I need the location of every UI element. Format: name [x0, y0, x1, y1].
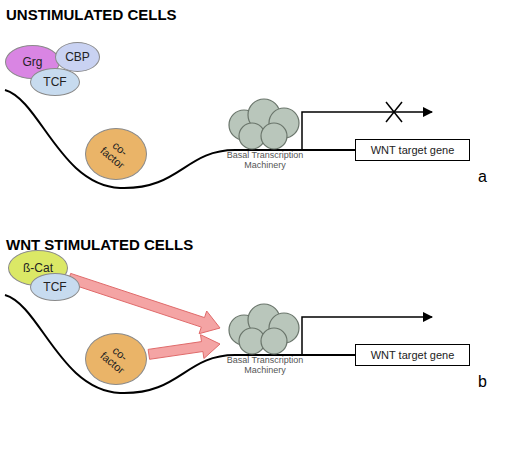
machinery-subunit	[261, 123, 287, 149]
protein-ellipse: CBP	[55, 42, 100, 72]
node-text: co-factor	[96, 134, 137, 174]
node-text: TCF	[43, 280, 66, 294]
protein-ellipse: TCF	[30, 68, 80, 96]
panel-letter: b	[478, 373, 487, 391]
node-text: WNT target gene	[371, 349, 455, 361]
machinery-subunit	[261, 328, 287, 354]
protein-ellipse: TCF	[30, 273, 80, 301]
transcription-machinery: Basal Transcription Machinery	[222, 300, 308, 376]
panel-heading: UNSTIMULATED CELLS	[6, 6, 177, 23]
blocked-cross	[386, 102, 402, 122]
protein-ellipse: co-factor	[85, 333, 147, 385]
transcription-machinery: Basal Transcription Machinery	[222, 95, 308, 171]
node-text: co-factor	[96, 339, 137, 379]
activation-arrow	[68, 273, 221, 333]
node-text: Basal Transcription Machinery	[222, 151, 308, 171]
gene-box: WNT target gene	[355, 139, 470, 161]
node-text: Basal Transcription Machinery	[222, 356, 308, 376]
machinery-cluster	[222, 95, 308, 150]
gene-box: WNT target gene	[355, 344, 470, 366]
node-text: TCF	[43, 75, 66, 89]
node-text: CBP	[65, 50, 90, 64]
node-text: Grg	[22, 55, 42, 69]
activation-arrow	[148, 335, 220, 360]
protein-ellipse: co-factor	[85, 128, 147, 180]
machinery-cluster	[222, 300, 308, 355]
panel-heading: WNT STIMULATED CELLS	[6, 236, 193, 253]
node-text: WNT target gene	[371, 144, 455, 156]
panel-letter: a	[478, 168, 487, 186]
